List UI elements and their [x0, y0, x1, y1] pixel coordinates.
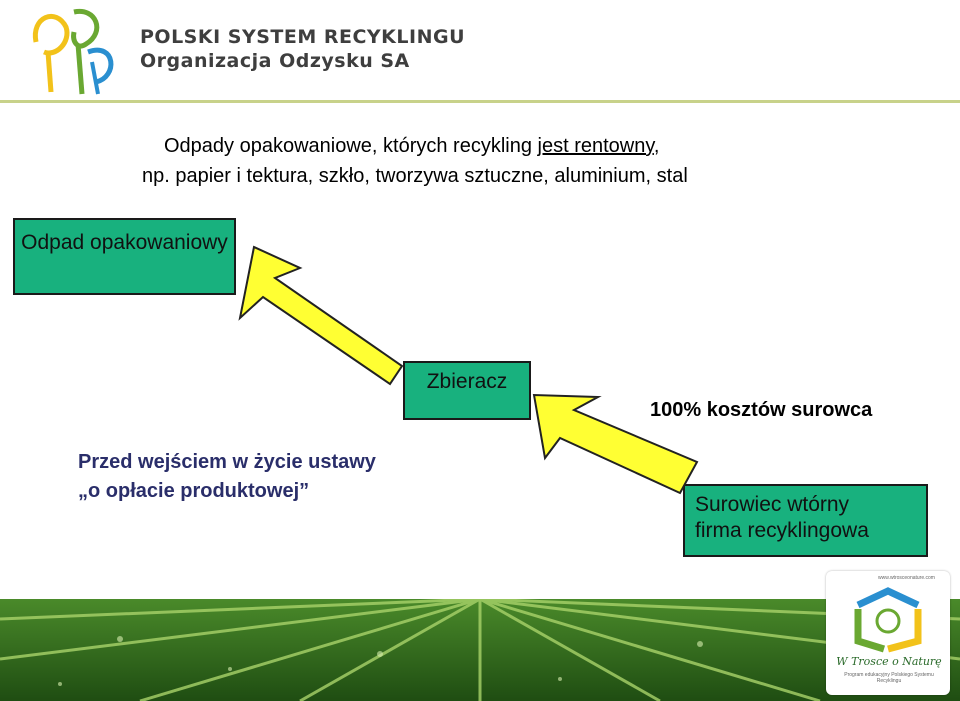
- box-surowiec-line1: Surowiec wtórny: [695, 493, 850, 516]
- recycle-logo-icon: [854, 587, 922, 653]
- cost-label: 100% kosztów surowca: [650, 399, 873, 421]
- box-zbieracz: Zbieracz: [403, 361, 531, 420]
- note-before-law-line2: „o opłacie produktowej”: [78, 480, 310, 502]
- badge-url: www.wtrosceonature.com: [878, 575, 935, 581]
- arrow-to-odpad: [238, 245, 404, 386]
- leaf-background-image: [0, 599, 960, 701]
- title-underlined-text: jest rentowny: [537, 135, 654, 157]
- title-line-2: np. papier i tektura, szkło, tworzywa sz…: [142, 165, 688, 187]
- header-divider: [0, 100, 960, 103]
- note-before-law-line1: Przed wejściem w życie ustawy: [78, 451, 376, 473]
- psr-logo-icon: [32, 8, 114, 95]
- box-surowiec-wtorny: Surowiec wtórny firma recyklingowa: [683, 484, 928, 557]
- badge-subtitle: Program edukacyjny Polskiego Systemu Rec…: [844, 672, 934, 684]
- header: POLSKI SYSTEM RECYKLINGU Organizacja Odz…: [0, 0, 960, 104]
- title-line-1: Odpady opakowaniowe, których recykling j…: [164, 135, 659, 158]
- org-name-line1: POLSKI SYSTEM RECYKLINGU: [140, 26, 465, 48]
- box-odpad-opakowaniowy: Odpad opakowaniowy: [13, 218, 236, 295]
- org-name-line2: Organizacja Odzysku SA: [140, 50, 410, 72]
- box-surowiec-line2: firma recyklingowa: [695, 519, 869, 542]
- title-line-1-comma: ,: [653, 135, 660, 157]
- badge-slogan: W Trosce o Naturę: [836, 655, 942, 668]
- nature-badge: www.wtrosceonature.com W Trosce o Naturę…: [826, 571, 950, 695]
- title-line-1-text: Odpady opakowaniowe, których recykling: [164, 135, 538, 157]
